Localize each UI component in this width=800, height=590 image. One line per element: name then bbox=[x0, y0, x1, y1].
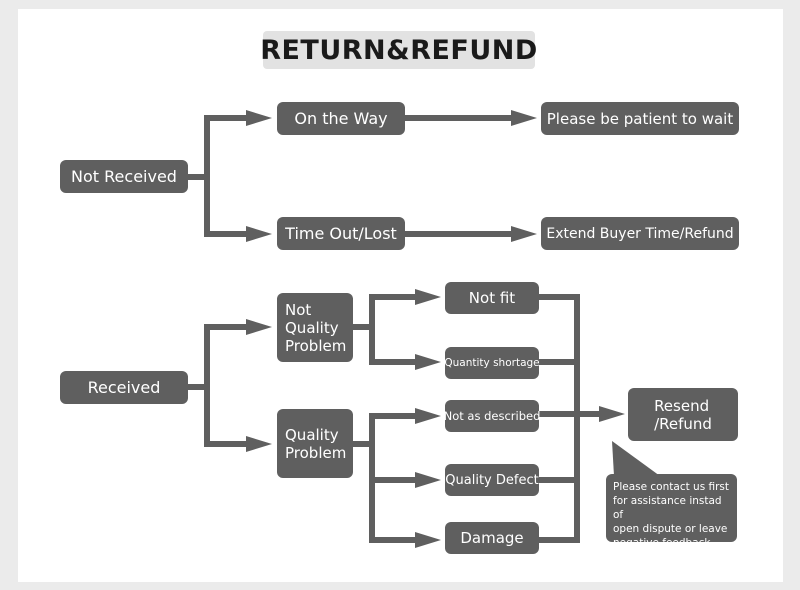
contact-note-callout: Please contact us first for assistance i… bbox=[606, 474, 737, 549]
node-not-received: Not Received bbox=[60, 160, 188, 193]
connector-arrows bbox=[185, 110, 660, 548]
arrow-to-on-the-way-arrowhead bbox=[246, 110, 272, 126]
node-quantity-shortage: Quantity shortage bbox=[444, 347, 540, 379]
node-resend-refund: Resend /Refund bbox=[628, 388, 738, 441]
node-not-fit: Not fit bbox=[445, 282, 539, 314]
arrow-to-not-quality-arrowhead bbox=[246, 319, 272, 335]
node-time-out-lost: Time Out/Lost bbox=[277, 217, 405, 250]
arrow-to-resend-refund-arrowhead bbox=[599, 406, 625, 422]
arrow-to-quality-arrowhead bbox=[246, 436, 272, 452]
arrow-to-time-out-arrowhead bbox=[246, 226, 272, 242]
arrow-to-damage-arrowhead bbox=[415, 532, 441, 548]
node-damage: Damage bbox=[445, 522, 539, 554]
node-quality-defect: Quality Defect bbox=[445, 464, 539, 496]
arrow-to-quality-defect-arrowhead bbox=[415, 472, 441, 488]
node-not-quality-problem: Not Quality Problem bbox=[277, 293, 353, 362]
arrow-to-not-fit-arrowhead bbox=[415, 289, 441, 305]
callout-pointer bbox=[612, 441, 660, 476]
diagram-title: RETURN&REFUND bbox=[260, 31, 537, 69]
node-quality-problem: Quality Problem bbox=[277, 409, 353, 478]
arrow-to-extend-arrowhead bbox=[511, 226, 537, 242]
node-extend-buyer-time-refund: Extend Buyer Time/Refund bbox=[541, 217, 739, 250]
node-on-the-way: On the Way bbox=[277, 102, 405, 135]
arrow-to-quantity-shortage-arrowhead bbox=[415, 354, 441, 370]
node-received: Received bbox=[60, 371, 188, 404]
arrow-to-patient-arrowhead bbox=[511, 110, 537, 126]
node-please-be-patient: Please be patient to wait bbox=[541, 102, 739, 135]
node-not-as-described: Not as described bbox=[444, 400, 540, 432]
arrow-to-not-as-described-arrowhead bbox=[415, 408, 441, 424]
